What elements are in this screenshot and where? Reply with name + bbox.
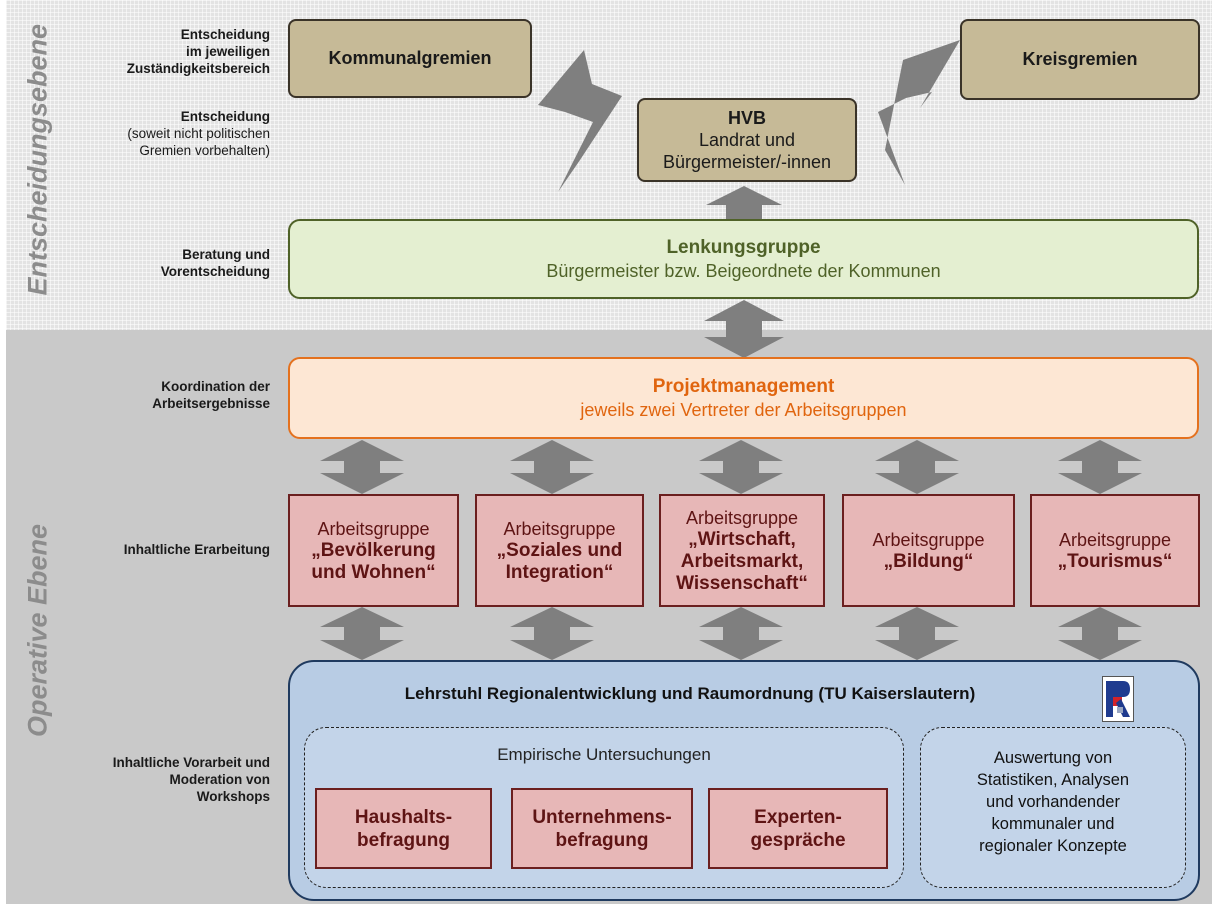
analysis-text: Auswertung von Statistiken, Analysen und… [976,749,1130,855]
lehrstuhl-title: Lehrstuhl Regionalentwicklung und Raumor… [404,684,976,703]
survey-line: gespräche [750,829,846,851]
group-name-line: und Wohnen“ [311,561,436,583]
hvb-box: HVB Landrat und Bürgermeister/-innen [637,98,857,182]
group-label: Arbeitsgruppe [1058,529,1172,550]
group-name-line: Integration“ [505,561,614,583]
lenkungsgruppe-box: Lenkungsgruppe Bürgermeister bzw. Beigeo… [288,219,1199,299]
survey-companies: Unternehmens- befragung [511,788,693,869]
group-bildung: Arbeitsgruppe „Bildung“ [842,494,1015,607]
survey-line: befragung [357,829,450,851]
group-name-line: „Soziales und [496,539,623,561]
group-bevoelkerung: Arbeitsgruppe „Bevölkerung und Wohnen“ [288,494,459,607]
group-soziales: Arbeitsgruppe „Soziales und Integration“ [475,494,644,607]
arrow-projekt-group-3 [699,440,783,494]
label-coordination: Koordination der Arbeitsergebnisse [152,379,270,411]
survey-line: Experten- [754,806,842,828]
arrow-projekt-group-2 [510,440,594,494]
group-name-line: Wissenschaft“ [676,572,808,594]
group-name-line: „Tourismus“ [1057,550,1173,572]
label-decision-hvb: Entscheidung (soweit nicht politischen G… [127,109,270,158]
survey-line: befragung [555,829,649,851]
arrow-group-5-lehrstuhl [1058,607,1142,660]
group-label: Arbeitsgruppe [685,507,799,528]
survey-line: Haushalts- [354,806,453,828]
group-wirtschaft: Arbeitsgruppe „Wirtschaft, Arbeitsmarkt,… [659,494,825,607]
projektmanagement-subtitle: jeweils zwei Vertreter der Arbeitsgruppe… [580,399,907,420]
kreisgremien-label: Kreisgremien [1022,49,1138,69]
arrow-group-4-lehrstuhl [875,607,959,660]
label-content-work: Inhaltliche Erarbeitung [123,542,270,557]
arrow-projekt-group-4 [875,440,959,494]
survey-household: Haushalts- befragung [315,788,492,869]
hvb-title: HVB [727,108,766,128]
arrow-projekt-group-5 [1058,440,1142,494]
projektmanagement-box: Projektmanagement jeweils zwei Vertreter… [288,357,1199,439]
analysis-group [920,727,1186,888]
group-name-line: „Bevölkerung [311,539,436,561]
arrow-lenkung-to-hvb [706,186,782,219]
label-advice: Beratung und Vorentscheidung [160,247,270,279]
arrow-projekt-group-1 [320,440,404,494]
kommunalgremien-label: Kommunalgremien [328,48,492,68]
projektmanagement-title: Projektmanagement [652,375,835,397]
arrow-group-1-lehrstuhl [320,607,404,660]
kommunalgremien-box: Kommunalgremien [288,19,532,98]
group-label: Arbeitsgruppe [872,529,985,550]
group-label: Arbeitsgruppe [503,518,616,539]
group-name-line: „Bildung“ [883,550,974,572]
survey-line: Unternehmens- [532,806,672,828]
label-preparation: Inhaltliche Vorarbeit und Moderation von… [112,755,270,804]
group-name-line: Arbeitsmarkt, [680,550,804,572]
arrow-group-2-lehrstuhl [510,607,594,660]
arrow-to-kreisgremien [878,40,960,185]
tu-logo-icon [1102,676,1134,722]
arrow-to-kommunalgremien [538,50,622,192]
group-tourismus: Arbeitsgruppe „Tourismus“ [1030,494,1200,607]
kreisgremien-box: Kreisgremien [960,19,1200,100]
hvb-line-2: Bürgermeister/-innen [662,152,832,172]
label-decision-responsibility: Entscheidung im jeweiligen Zuständigkeit… [126,27,270,76]
group-name-line: „Wirtschaft, [688,528,796,550]
lenkungsgruppe-title: Lenkungsgruppe [666,236,821,258]
lenkungsgruppe-subtitle: Bürgermeister bzw. Beigeordnete der Komm… [546,260,941,281]
arrow-lenkung-projekt [704,300,784,358]
survey-experts: Experten- gespräche [708,788,888,869]
arrow-group-3-lehrstuhl [699,607,783,660]
group-label: Arbeitsgruppe [317,518,430,539]
hvb-line-1: Landrat und [698,130,796,150]
empirical-research-title: Empirische Untersuchungen [497,745,711,764]
